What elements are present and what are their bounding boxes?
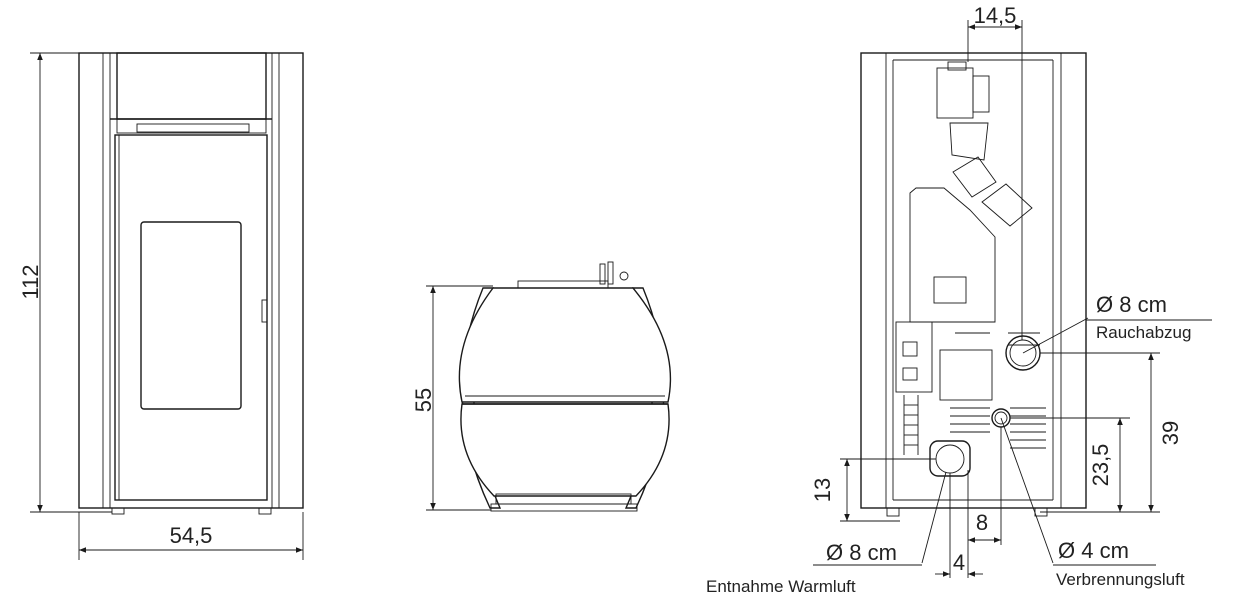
power-plug xyxy=(599,263,606,285)
warm-air-name-label: Entnahme Warmluft xyxy=(706,577,856,596)
access-panel xyxy=(909,187,996,323)
top-view: 55 xyxy=(411,261,672,512)
rear-body-outline xyxy=(860,52,1087,509)
front-door xyxy=(114,134,268,501)
warm-air-height-label: 13 xyxy=(810,478,835,502)
control-board xyxy=(895,321,933,393)
offset-4-label: 4 xyxy=(953,550,965,575)
combustion-air-name-label: Verbrennungsluft xyxy=(1056,570,1185,589)
combustion-air-height-label: 23,5 xyxy=(1088,444,1113,487)
hopper-lid xyxy=(116,52,267,120)
front-body-outline xyxy=(78,52,304,509)
top-lower-body xyxy=(460,403,670,497)
front-width-label: 54,5 xyxy=(170,523,213,548)
rear-view: 14,5 Ø 8 cm Rauchabzug 39 23,5 13 8 4 xyxy=(706,3,1212,596)
flue-name-label: Rauchabzug xyxy=(1096,323,1191,342)
top-offset-label: 14,5 xyxy=(974,3,1017,28)
combustion-air-diameter-label: Ø 4 cm xyxy=(1058,538,1129,563)
flue-diameter-label: Ø 8 cm xyxy=(1096,292,1167,317)
offset-8-label: 8 xyxy=(976,510,988,535)
front-view: 112 54,5 xyxy=(18,52,304,560)
center-plate xyxy=(939,349,993,401)
fan-motor xyxy=(936,67,974,119)
front-height-label: 112 xyxy=(18,264,43,299)
top-upper-body xyxy=(458,287,672,403)
warm-air-diameter-label: Ø 8 cm xyxy=(826,540,897,565)
door-window xyxy=(140,221,242,410)
top-door-front xyxy=(490,503,638,512)
flue-height-label: 39 xyxy=(1158,421,1183,445)
door-handle xyxy=(261,299,268,323)
top-depth-label: 55 xyxy=(411,388,436,412)
